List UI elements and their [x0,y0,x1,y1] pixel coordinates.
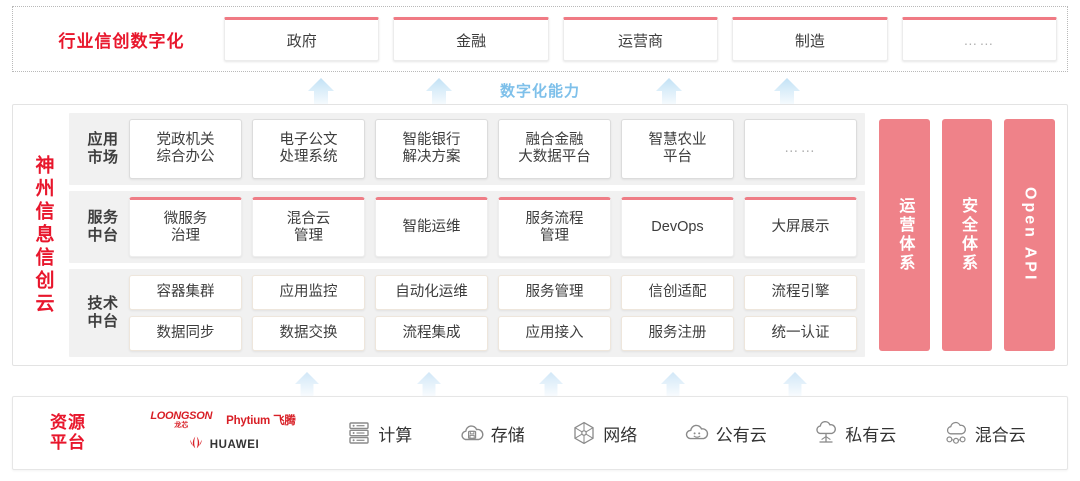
private-cloud-icon [813,420,839,446]
resource-item[interactable]: 计算 [346,420,412,446]
cloud-storage-icon [459,420,485,446]
tech-card[interactable]: 服务管理 [498,275,611,310]
application-card[interactable]: 智慧农业 平台 [621,119,734,179]
resource-item-label: 公有云 [715,425,767,445]
industry-card[interactable]: 政府 [224,17,380,61]
tech-card[interactable]: 服务注册 [621,316,734,351]
capability-arrow-strip: 数字化能力 [12,74,1068,104]
tech-card[interactable]: 自动化运维 [375,275,488,310]
service-card[interactable]: 服务流程 管理 [498,197,611,257]
tech-card-column: 流程引擎统一认证 [744,275,857,351]
huawei-logo-text: HUAWEI [209,439,260,451]
layer-row-app: 应用 市场党政机关 综合办公电子公文 处理系统智能银行 解决方案融合金融 大数据… [69,113,865,185]
resource-item[interactable]: 网络 [571,420,637,446]
layer-row-tech: 技术 中台容器集群数据同步应用监控数据交换自动化运维流程集成服务管理应用接入信创… [69,269,865,357]
industry-card[interactable]: 金融 [393,17,549,61]
hybrid-cloud-icon [943,420,969,446]
pillar-security[interactable]: 安全体系 [941,119,993,351]
resource-item-label: 网络 [603,425,638,445]
tech-card[interactable]: 数据交换 [252,316,365,351]
application-card[interactable]: 党政机关 综合办公 [129,119,242,179]
resource-up-arrow-icon [656,372,690,396]
layer-label: 应用 市场 [87,131,119,166]
tech-card[interactable]: 统一认证 [744,316,857,351]
huawei-flower-icon [187,435,205,455]
resource-up-arrow-icon [778,372,812,396]
service-card[interactable]: 智能运维 [375,197,488,257]
application-card[interactable]: 电子公文 处理系统 [252,119,365,179]
huawei-logo: HUAWEI [187,435,260,455]
industry-card[interactable]: …… [901,17,1058,61]
resource-item-label: 私有云 [845,425,897,445]
network-node-icon [571,420,597,446]
tech-card-column: 应用监控数据交换 [252,275,365,351]
capability-label: 数字化能力 [499,83,580,100]
application-card[interactable]: 智能银行 解决方案 [375,119,488,179]
layer-card-list: 党政机关 综合办公电子公文 处理系统智能银行 解决方案融合金融 大数据平台智慧农… [129,119,857,179]
service-card[interactable]: 微服务 治理 [129,197,242,257]
resource-item-label: 存储 [490,425,525,445]
platform-brand-vertical: 神州信息信创云 [32,154,54,316]
tech-card[interactable]: 信创适配 [621,275,734,310]
resource-up-arrow-icon [290,372,324,396]
industry-band: 行业信创数字化 政府金融运营商制造 …… [12,6,1068,72]
server-rack-icon [346,420,372,446]
industry-card-list: 政府金融运营商制造 …… [224,17,1061,61]
capability-up-arrow-icon [770,78,804,104]
tech-card[interactable]: 数据同步 [129,316,242,351]
layer-rows: 应用 市场党政机关 综合办公电子公文 处理系统智能银行 解决方案融合金融 大数据… [69,113,871,357]
resource-item-label: 计算 [378,425,413,445]
tech-card[interactable]: 容器集群 [129,275,242,310]
resource-arrow-strip [12,368,1068,396]
cloud-platform-panel: 神州信息信创云 应用 市场党政机关 综合办公电子公文 处理系统智能银行 解决方案… [12,104,1068,366]
service-card[interactable]: 混合云 管理 [252,197,365,257]
layer-label: 技术 中台 [87,295,119,330]
service-card[interactable]: 大屏展示 [744,197,857,257]
tech-card-column: 自动化运维流程集成 [375,275,488,351]
resource-item[interactable]: 混合云 [943,420,1026,446]
public-cloud-icon [684,420,710,446]
pillar-operations[interactable]: 运营体系 [879,119,930,351]
application-card[interactable]: …… [744,119,857,179]
vendor-row-bottom: HUAWEI [187,435,260,455]
industry-card[interactable]: 制造 [732,17,888,61]
tech-card-column: 容器集群数据同步 [129,275,242,351]
capability-up-arrow-icon [422,78,456,104]
industry-card[interactable]: 运营商 [562,17,719,61]
application-card[interactable]: 融合金融 大数据平台 [498,119,611,179]
industry-band-title: 行业信创数字化 [58,31,185,51]
resource-item[interactable]: 私有云 [813,420,896,446]
tech-card[interactable]: 流程集成 [375,316,488,351]
loongson-logo-subtext: 龙芯 [174,422,189,429]
resource-platform-title: 资源 平台 [50,412,86,452]
capability-up-arrow-icon [652,78,686,104]
tech-card[interactable]: 应用监控 [252,275,365,310]
resource-item[interactable]: 存储 [459,420,525,446]
resource-up-arrow-icon [412,372,446,396]
loongson-logo-text: LOONGSON [150,410,213,422]
layer-card-list: 容器集群数据同步应用监控数据交换自动化运维流程集成服务管理应用接入信创适配服务注… [129,275,857,351]
resource-item-list: 计算 存储 网络 公有云 私有云 混合云 [323,420,1067,446]
tech-card-column: 信创适配服务注册 [621,275,734,351]
capability-up-arrow-icon [304,78,338,104]
resource-item[interactable]: 公有云 [684,420,767,446]
tech-card-column: 服务管理应用接入 [498,275,611,351]
resource-item-label: 混合云 [974,425,1026,445]
layer-label: 服务 中台 [87,209,119,244]
tech-card[interactable]: 流程引擎 [744,275,857,310]
service-card[interactable]: DevOps [621,197,734,257]
resource-up-arrow-icon [534,372,568,396]
pillar-open-api[interactable]: Open API [1004,119,1056,351]
tech-card[interactable]: 应用接入 [498,316,611,351]
phytium-logo: Phytium 飞腾 [226,415,296,427]
